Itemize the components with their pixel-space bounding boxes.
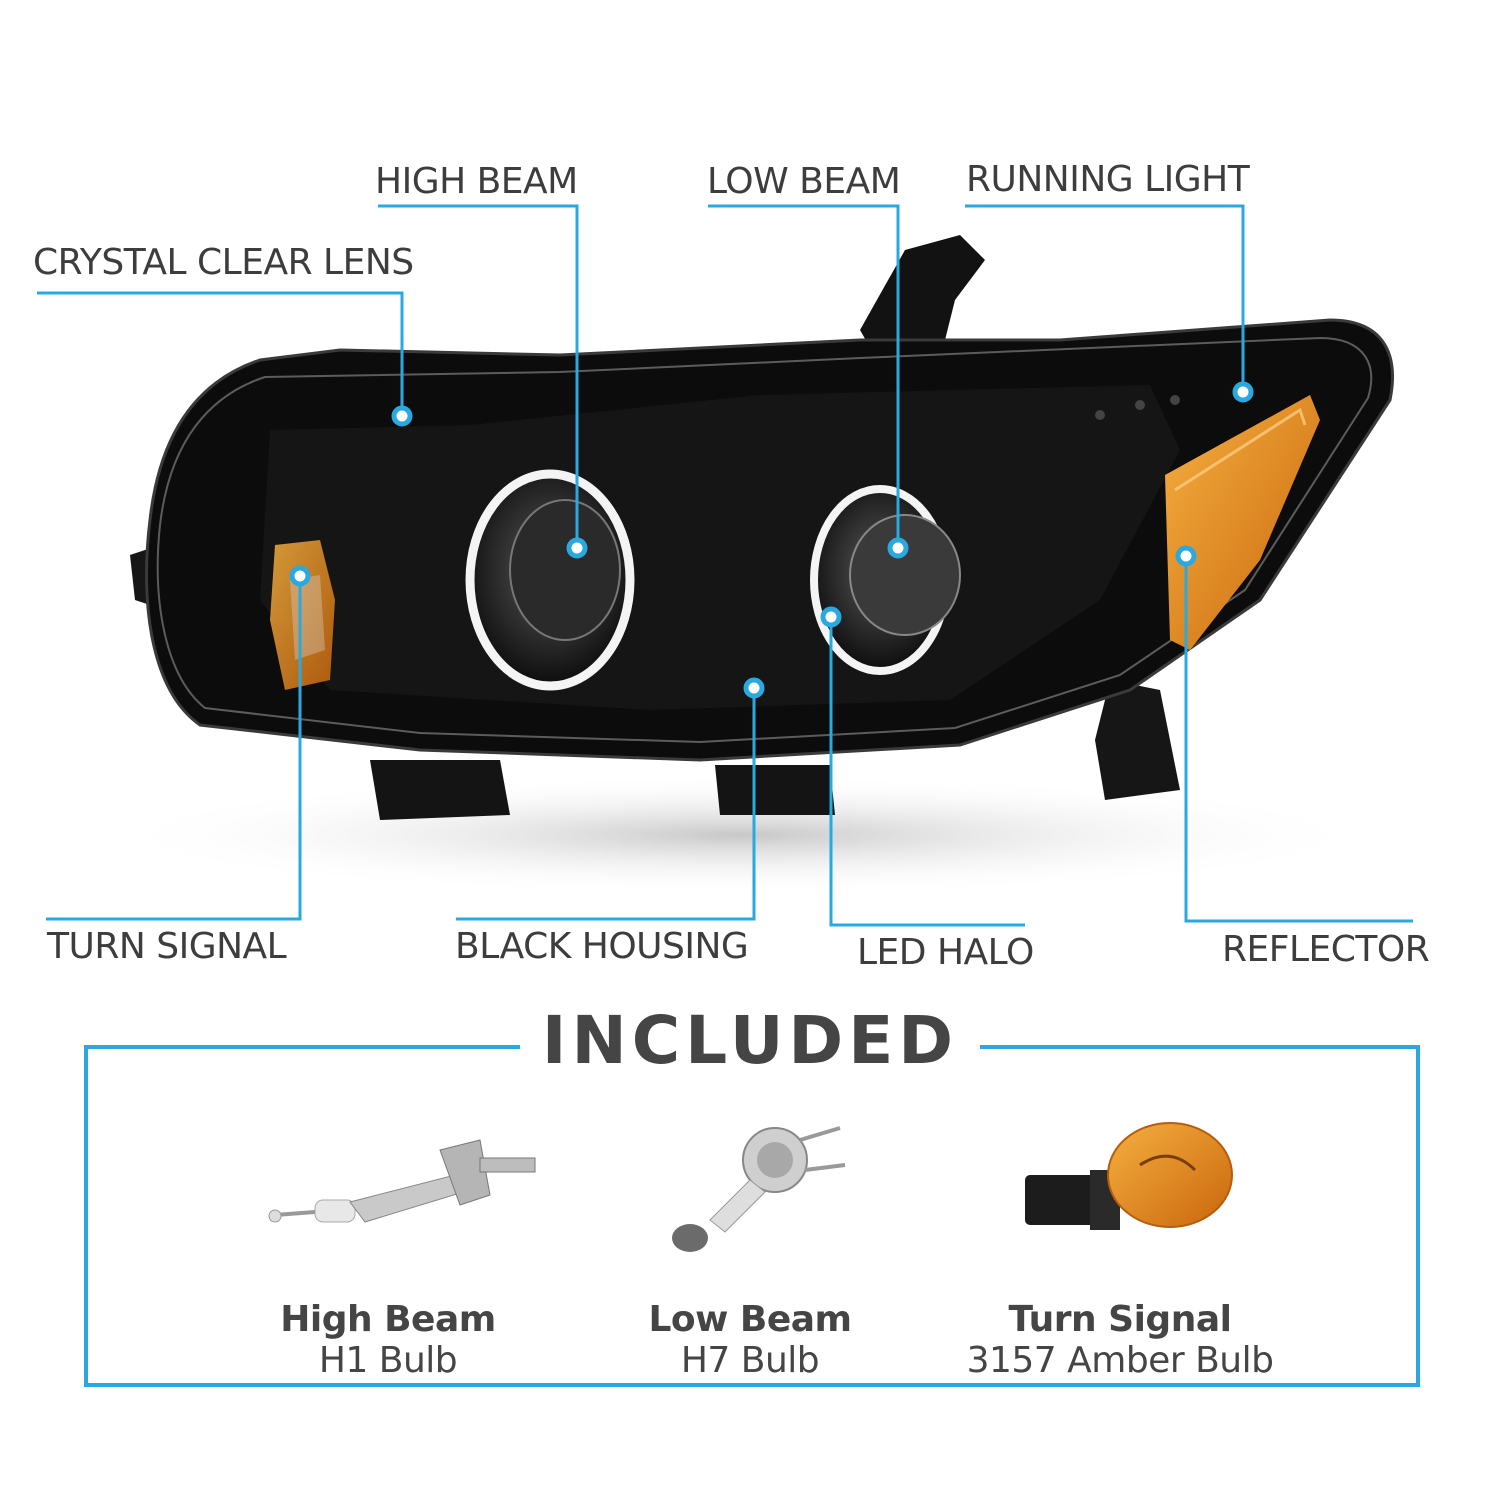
callout-running-light: RUNNING LIGHT [966,159,1250,200]
included-item-low-beam: Low Beam H7 Bulb [600,1298,900,1381]
headlight-assembly-image [37,204,1413,927]
included-heading: INCLUDED [0,1002,1500,1079]
h1-bulb-image [268,1139,536,1223]
h7-bulb-image [672,1126,846,1252]
included-item-turn-signal: Turn Signal 3157 Amber Bulb [950,1298,1290,1381]
included-item-subtitle: H1 Bulb [318,1340,458,1382]
included-item-title: High Beam [280,1299,496,1340]
callout-dots [289,381,1254,699]
callout-lines [37,204,1413,927]
callout-crystal-clear-lens: CRYSTAL CLEAR LENS [33,242,414,283]
included-item-subtitle: H7 Bulb [680,1340,820,1382]
included-item-high-beam: High Beam H1 Bulb [238,1298,538,1381]
3157-amber-bulb-image [1025,1122,1233,1230]
callout-led-halo: LED HALO [857,932,1034,973]
included-item-title: Low Beam [648,1299,852,1340]
callout-reflector: REFLECTOR [1222,929,1430,970]
callout-high-beam: HIGH BEAM [375,161,578,202]
included-item-title: Turn Signal [1008,1299,1232,1340]
callout-low-beam: LOW BEAM [707,161,901,202]
callout-black-housing: BLACK HOUSING [455,926,749,967]
callout-turn-signal: TURN SIGNAL [47,926,287,967]
included-item-subtitle: 3157 Amber Bulb [966,1340,1274,1382]
